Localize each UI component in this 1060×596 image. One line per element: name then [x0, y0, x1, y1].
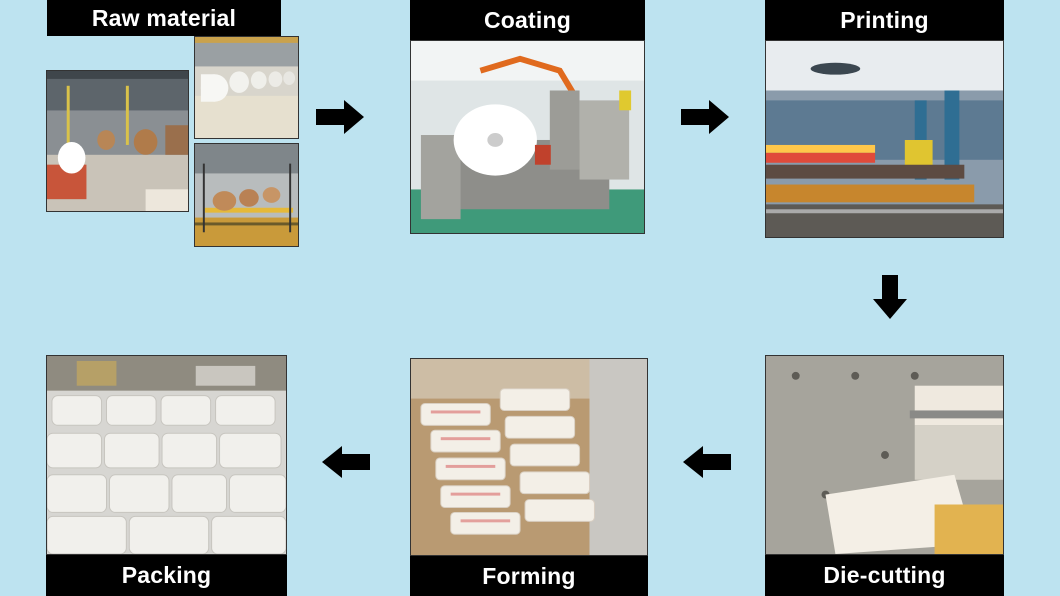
photo-packing: [46, 355, 287, 555]
arrow-left-icon: [683, 446, 731, 478]
label-coating: Coating: [410, 0, 645, 40]
photo-raw-material-kraft: [194, 143, 299, 247]
label-raw-material: Raw material: [47, 0, 281, 36]
photo-raw-material-rolls: [194, 36, 299, 139]
label-printing: Printing: [765, 0, 1004, 40]
label-die-cutting: Die-cutting: [765, 555, 1004, 596]
photo-coating-machine: [410, 40, 645, 234]
arrow-right-icon: [316, 100, 364, 134]
photo-die-cutting: [765, 355, 1004, 555]
arrow-right-icon: [681, 100, 729, 134]
arrow-down-icon: [873, 275, 907, 319]
photo-forming: [410, 358, 648, 556]
label-forming: Forming: [410, 556, 648, 596]
arrow-left-icon: [322, 446, 370, 478]
photo-raw-material-warehouse: [46, 70, 189, 212]
photo-printing-press: [765, 40, 1004, 238]
label-packing: Packing: [46, 555, 287, 596]
